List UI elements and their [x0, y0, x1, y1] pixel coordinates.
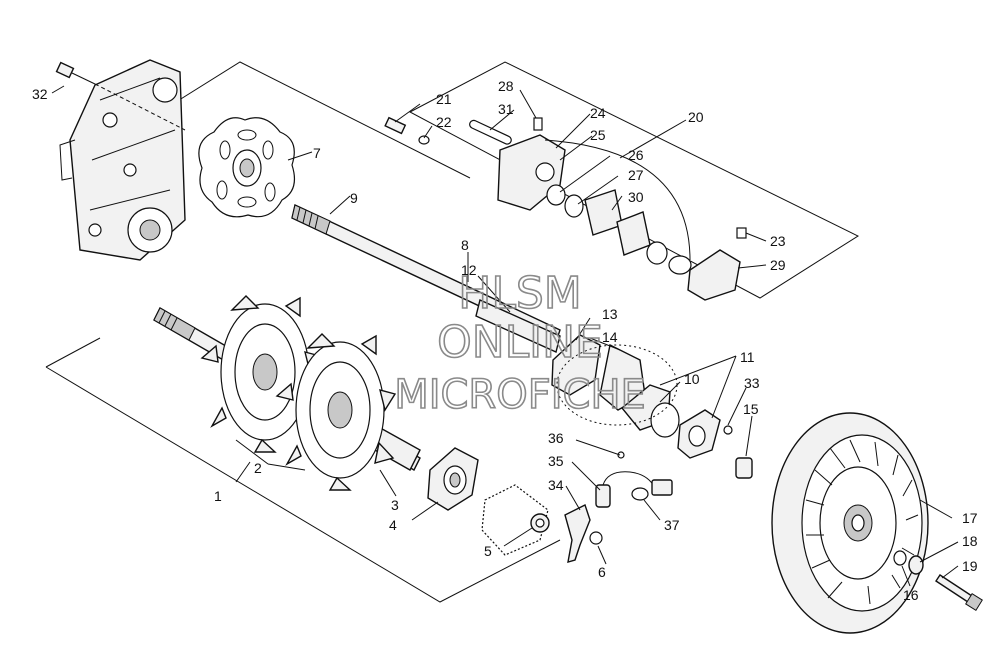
nut-6 [589, 531, 603, 545]
callout-17: 17 [962, 510, 978, 526]
pad-30a [584, 189, 623, 236]
drive-assembly-frame-top [45, 337, 101, 368]
speed-sensor-group [595, 451, 673, 508]
callout-23: 23 [770, 233, 786, 249]
watermark-line-3: MICROFICHE [394, 372, 646, 418]
washer-16 [893, 550, 907, 566]
bearing-housing-4 [427, 447, 479, 511]
bleeder-28 [533, 117, 543, 131]
flange-13 [551, 334, 601, 396]
callout-22: 22 [436, 114, 452, 130]
connector [651, 479, 673, 496]
callout-7: 7 [313, 145, 321, 161]
callout-37: 37 [664, 517, 680, 533]
callout-16: 16 [903, 587, 919, 603]
grommet-37 [631, 487, 649, 501]
washer-18 [908, 555, 924, 575]
washer-22 [418, 135, 430, 145]
callout-34: 34 [548, 477, 564, 493]
watermark-line-1: HLSM [458, 268, 582, 319]
callout-33: 33 [744, 375, 760, 391]
pad-30b [616, 211, 651, 256]
callout-24: 24 [590, 105, 606, 121]
bolt-21 [384, 116, 407, 135]
jackshaft-9 [291, 203, 561, 353]
callout-35: 35 [548, 453, 564, 469]
callout-15: 15 [743, 401, 759, 417]
callout-26: 26 [628, 147, 644, 163]
leader-lines [51, 85, 959, 587]
driveshaft-assembly [153, 295, 421, 491]
piston-seal [646, 241, 668, 265]
callout-18: 18 [962, 533, 978, 549]
callout-11: 11 [740, 349, 755, 365]
drive-assembly-frame-bottom [45, 366, 561, 603]
callout-19: 19 [962, 558, 978, 574]
callout-32: 32 [32, 86, 48, 102]
drive-sprocket-2b [275, 333, 397, 491]
callout-3: 3 [391, 497, 399, 513]
watermark-line-2: ONLINE [437, 317, 603, 368]
bushing-15 [735, 457, 753, 479]
pin-31 [469, 119, 512, 145]
callout-8: 8 [461, 237, 469, 253]
callout-21: 21 [436, 91, 452, 107]
callout-2: 2 [254, 460, 262, 476]
callout-13: 13 [602, 306, 618, 322]
callout-28: 28 [498, 78, 514, 94]
piston-27 [564, 194, 584, 218]
callout-27: 27 [628, 167, 644, 183]
callout-9: 9 [350, 190, 358, 206]
callout-29: 29 [770, 257, 786, 273]
plate-5 [481, 484, 550, 556]
bolt-32 [55, 61, 186, 131]
callout-14: 14 [602, 329, 618, 345]
chaincase-housing [59, 59, 186, 261]
shaft-assembly-frame [159, 61, 471, 179]
brake-disc-7 [198, 117, 295, 218]
callout-1: 1 [214, 488, 222, 504]
callout-6: 6 [598, 564, 606, 580]
callout-4: 4 [389, 517, 397, 533]
callout-10: 10 [684, 371, 700, 387]
callout-labels: 1 2 3 4 5 6 7 8 9 10 11 12 13 14 15 16 1… [32, 78, 978, 603]
callout-5: 5 [484, 543, 492, 559]
caliper-half-29 [687, 249, 741, 301]
screw-36 [617, 451, 625, 459]
o-ring [668, 255, 692, 275]
callout-20: 20 [688, 109, 704, 125]
bearing-inner [650, 402, 680, 438]
sensor-bracket-6 [564, 504, 603, 563]
clutch-hardware [893, 550, 983, 611]
bearing-flange-group [551, 334, 753, 479]
callout-25: 25 [590, 127, 606, 143]
nut-33 [723, 425, 733, 435]
brake-caliper-group [384, 116, 747, 301]
callout-31: 31 [498, 101, 514, 117]
callout-30: 30 [628, 189, 644, 205]
screw-23 [736, 227, 747, 239]
callout-36: 36 [548, 430, 564, 446]
seal-26 [546, 184, 566, 206]
watermark: HLSM ONLINE MICROFICHE [393, 267, 646, 419]
callout-12: 12 [461, 262, 477, 278]
driven-clutch-17 [771, 412, 929, 634]
